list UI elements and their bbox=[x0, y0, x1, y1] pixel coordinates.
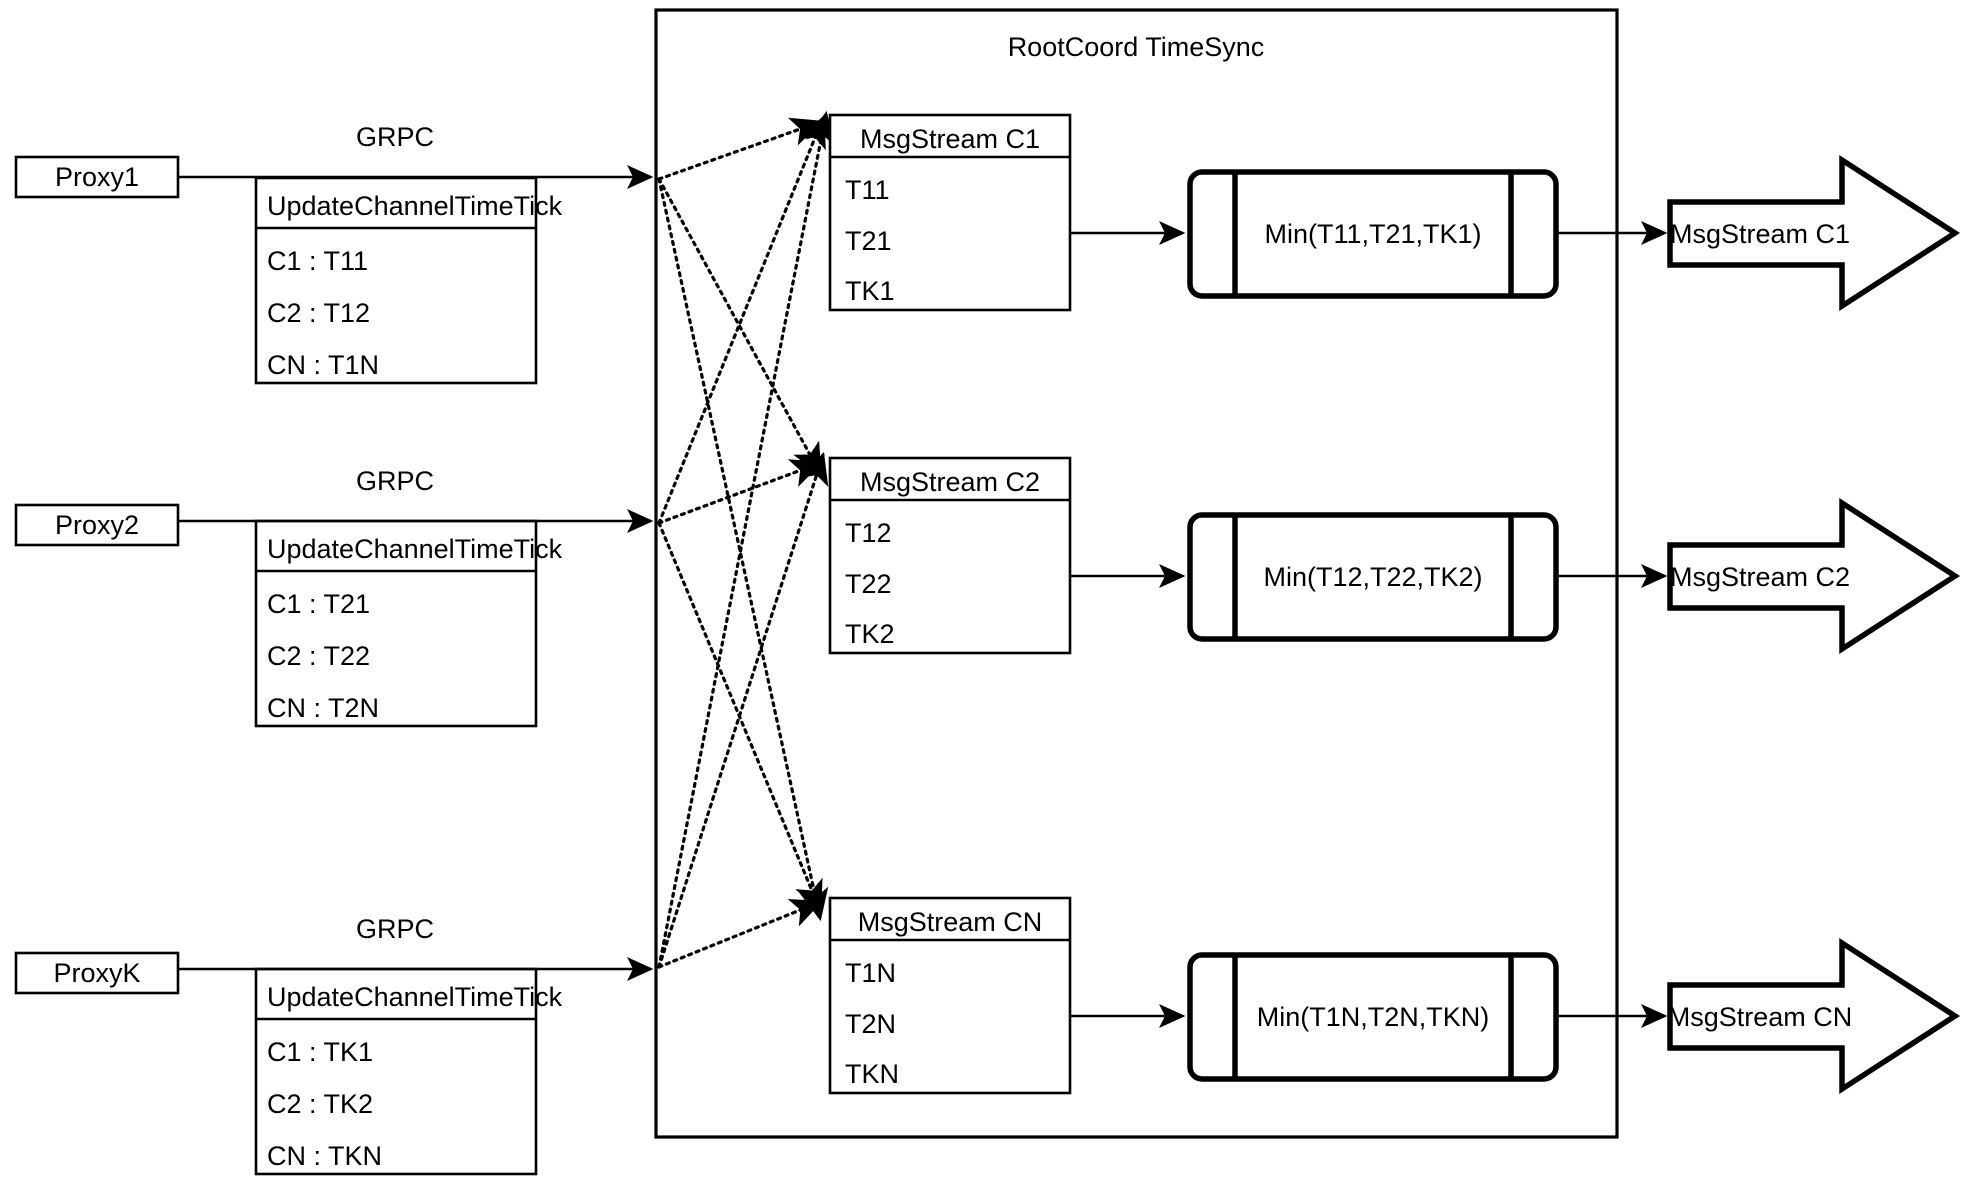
msgstream-card-row-3-3: TKN bbox=[845, 1059, 899, 1089]
request-card-row-1-3: CN : T1N bbox=[267, 350, 379, 380]
proxy-label-3: ProxyK bbox=[53, 958, 140, 988]
msgstream-card-row-1-2: T21 bbox=[845, 226, 892, 256]
msgstream-card-header-2: MsgStream C2 bbox=[860, 467, 1040, 497]
proxy-label-1: Proxy1 bbox=[55, 162, 139, 192]
edge-p1-c1 bbox=[657, 117, 824, 181]
edge-pk-c1 bbox=[657, 110, 835, 969]
proxy-box-3[interactable] bbox=[14, 951, 180, 995]
request-card-3 bbox=[254, 967, 538, 1176]
output-arrow-label-2: MsgStream C2 bbox=[1670, 562, 1850, 592]
edge-p2-c1 bbox=[657, 115, 826, 525]
edge-p1-c2 bbox=[657, 177, 822, 476]
msgstream-card-header-1: MsgStream C1 bbox=[860, 124, 1040, 154]
request-card-row-1-1: C1 : T11 bbox=[267, 246, 368, 276]
request-card-row-1-2: C2 : T12 bbox=[267, 298, 370, 328]
proxy-box-2[interactable] bbox=[14, 503, 180, 547]
msgstream-card-row-2-1: T12 bbox=[845, 518, 892, 548]
rootcoord-timesync-container: RootCoord TimeSync bbox=[654, 8, 1619, 1139]
request-card-row-3-2: C2 : TK2 bbox=[267, 1089, 373, 1119]
channel-group-2: MsgStream C2 T12 T22 TK2 Min(T12,T22,TK2… bbox=[828, 456, 1961, 655]
output-arrow-3 bbox=[1667, 937, 1961, 1095]
channel-group-3: MsgStream CN T1N T2N TKN Min(T1N,T2N,TKN… bbox=[828, 896, 1961, 1095]
grpc-label-3: GRPC bbox=[356, 914, 434, 944]
msgstream-card-row-1-1: T11 bbox=[845, 175, 890, 205]
msgstream-card-1 bbox=[828, 113, 1072, 312]
msgstream-card-header-3: MsgStream CN bbox=[858, 907, 1043, 937]
timetick-fanout-edges bbox=[657, 110, 835, 969]
grpc-label-1: GRPC bbox=[356, 122, 434, 152]
channel-group-1: MsgStream C1 T11 T21 TK1 Min(T11,T21,TK1… bbox=[828, 113, 1961, 312]
msgstream-card-2 bbox=[828, 456, 1072, 655]
output-arrow-label-3: MsgStream CN bbox=[1668, 1002, 1853, 1032]
rootcoord-container-border bbox=[654, 8, 1619, 1139]
output-arrow-label-1: MsgStream C1 bbox=[1670, 219, 1850, 249]
output-arrow-2 bbox=[1667, 497, 1961, 655]
proxy-group-1: Proxy1 GRPC UpdateChannelTimeTick C1 : T… bbox=[14, 122, 654, 385]
output-arrow-1 bbox=[1667, 154, 1961, 312]
request-card-header-3: UpdateChannelTimeTick bbox=[267, 982, 563, 1012]
request-card-row-2-2: C2 : T22 bbox=[267, 641, 370, 671]
msgstream-card-row-3-2: T2N bbox=[845, 1009, 896, 1039]
request-card-row-3-1: C1 : TK1 bbox=[267, 1037, 373, 1067]
msgstream-card-row-1-3: TK1 bbox=[845, 276, 895, 306]
msgstream-card-row-2-3: TK2 bbox=[845, 619, 895, 649]
edge-pk-c2 bbox=[657, 451, 829, 969]
msgstream-card-3 bbox=[828, 896, 1072, 1095]
proxy-box-1[interactable] bbox=[14, 155, 180, 199]
request-card-row-2-1: C1 : T21 bbox=[267, 589, 370, 619]
edge-pk-cn bbox=[657, 899, 823, 969]
proxy-group-2: Proxy2 GRPC UpdateChannelTimeTick C1 : T… bbox=[14, 466, 654, 728]
grpc-label-2: GRPC bbox=[356, 466, 434, 496]
request-card-row-3-3: CN : TKN bbox=[267, 1141, 382, 1171]
proxy-group-3: ProxyK GRPC UpdateChannelTimeTick C1 : T… bbox=[14, 914, 654, 1176]
min-label-1: Min(T11,T21,TK1) bbox=[1264, 219, 1481, 249]
request-card-2 bbox=[254, 519, 538, 728]
msgstream-card-row-3-1: T1N bbox=[845, 958, 896, 988]
min-label-2: Min(T12,T22,TK2) bbox=[1263, 562, 1482, 592]
proxy-label-2: Proxy2 bbox=[55, 510, 139, 540]
request-card-header-1: UpdateChannelTimeTick bbox=[267, 191, 563, 221]
request-card-row-2-3: CN : T2N bbox=[267, 693, 379, 723]
min-label-3: Min(T1N,T2N,TKN) bbox=[1257, 1002, 1490, 1032]
rootcoord-title: RootCoord TimeSync bbox=[1008, 32, 1265, 62]
msgstream-card-row-2-2: T22 bbox=[845, 569, 892, 599]
request-card-header-2: UpdateChannelTimeTick bbox=[267, 534, 563, 564]
edge-p2-c2 bbox=[657, 459, 823, 525]
